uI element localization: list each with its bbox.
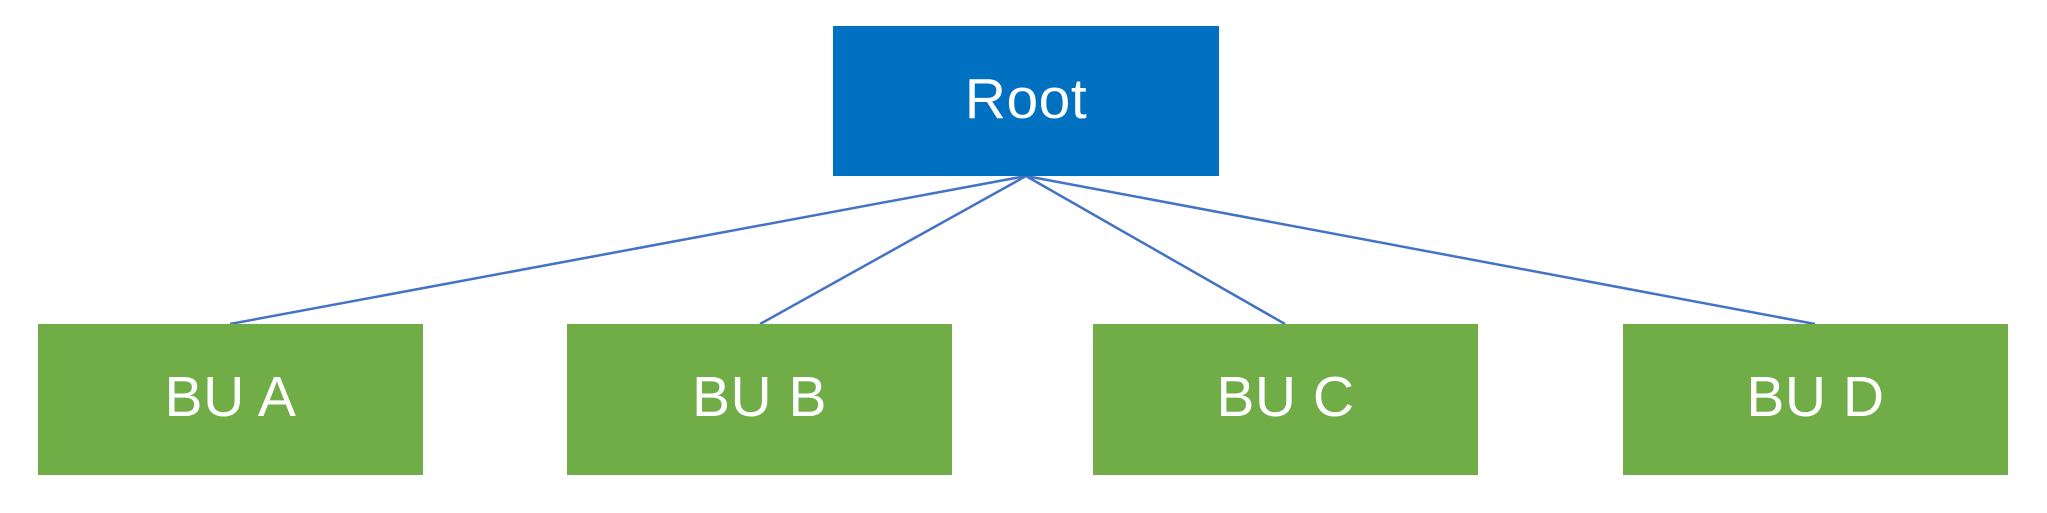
node-root-label: Root <box>964 66 1088 131</box>
connector-root-to-bu-a <box>229 174 1027 326</box>
node-bu-d-label: BU D <box>1746 365 1885 429</box>
connector-root-to-bu-c <box>1025 174 1286 326</box>
node-bu-a-label: BU A <box>164 365 297 429</box>
node-bu-a: BU A <box>38 324 423 475</box>
node-root: Root <box>833 26 1219 176</box>
node-bu-b: BU B <box>567 324 952 475</box>
connector-root-to-bu-b <box>759 174 1027 326</box>
node-bu-c-label: BU C <box>1216 365 1355 429</box>
node-bu-b-label: BU B <box>691 365 828 429</box>
connector-root-to-bu-d <box>1025 174 1816 326</box>
node-bu-d: BU D <box>1623 324 2008 475</box>
node-bu-c: BU C <box>1093 324 1478 475</box>
